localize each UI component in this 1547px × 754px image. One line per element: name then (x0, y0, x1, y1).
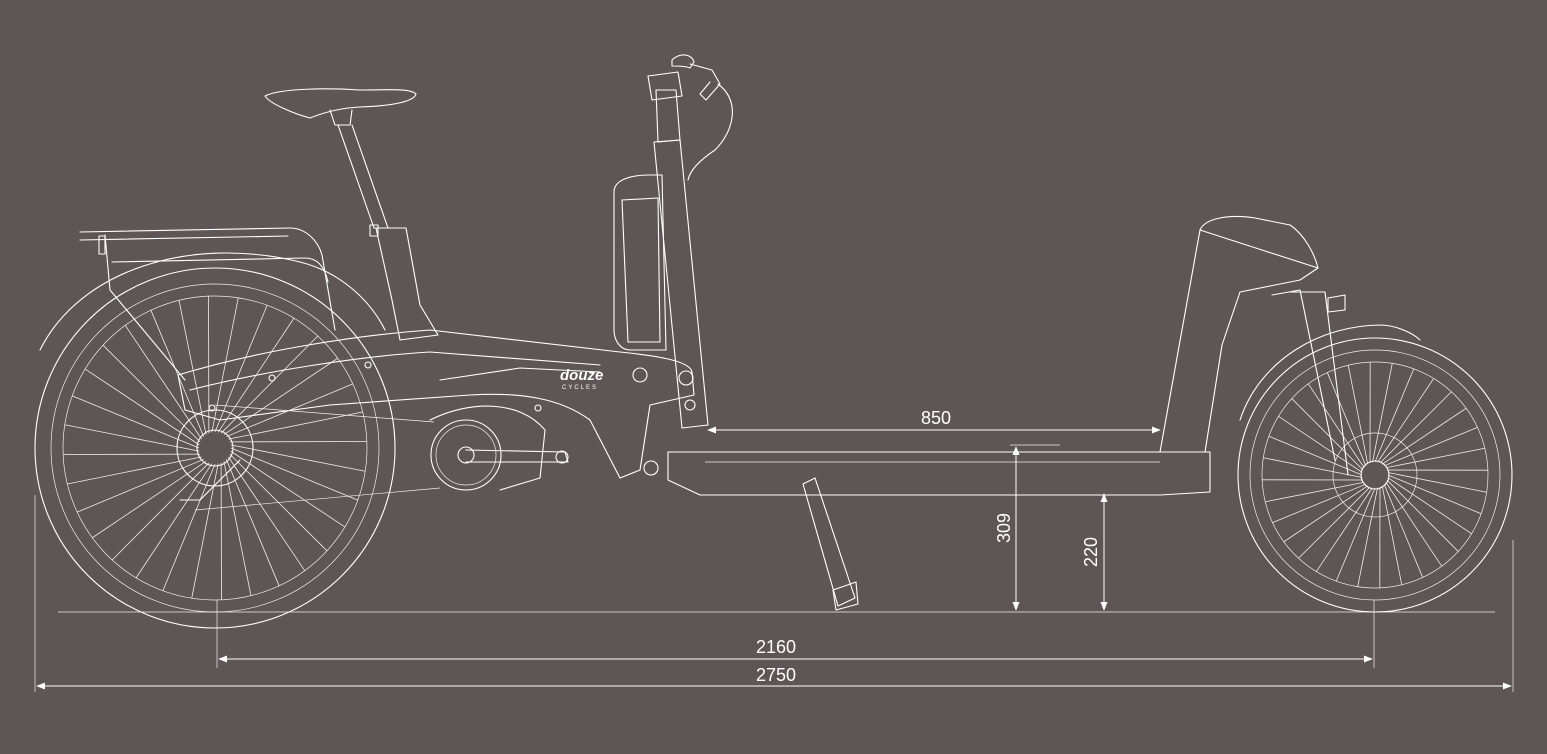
spoke (1384, 426, 1478, 467)
spoke (1347, 365, 1369, 465)
spoke (1335, 487, 1376, 582)
dim-wheelbase: 2160 (216, 600, 1375, 668)
spoke (1386, 479, 1459, 552)
spoke (1385, 482, 1443, 567)
spoke (1298, 486, 1371, 559)
spoke (1379, 391, 1452, 464)
dim-deck-height-label: 309 (994, 513, 1014, 543)
spoke (191, 463, 219, 599)
saddle (264, 88, 417, 126)
spoke (64, 424, 200, 452)
cargo-deck (667, 215, 1349, 496)
spoke (1381, 485, 1403, 585)
rear-spokes (63, 296, 367, 600)
dim-wheelbase-label: 2160 (756, 637, 796, 657)
kickstand (802, 477, 859, 611)
spoke (1357, 487, 1378, 587)
spoke (1278, 415, 1363, 473)
spoke (211, 297, 239, 433)
dim-overall-length: 2750 (34, 495, 1514, 692)
battery (613, 174, 667, 351)
spoke (1315, 487, 1373, 572)
rear-wheel (34, 252, 396, 629)
spoke (1372, 363, 1393, 463)
dim-deck-length-label: 850 (921, 408, 951, 428)
spoke (230, 444, 366, 472)
rear-rack (79, 227, 336, 381)
dim-overall-length-label: 2750 (756, 665, 796, 685)
spoke (1263, 457, 1363, 478)
dim-ground-clearance: 220 (1081, 493, 1108, 611)
spoke (1283, 485, 1368, 543)
front-wheel (1237, 324, 1513, 613)
spoke (1291, 398, 1364, 471)
brand-logo-sub: CYCLES (562, 385, 598, 391)
seatpost (337, 124, 439, 341)
spoke (1387, 477, 1472, 535)
spoke (1387, 474, 1482, 515)
front-spokes (1262, 362, 1488, 588)
dim-ground-clearance-label: 220 (1081, 537, 1101, 567)
spoke (1307, 383, 1365, 468)
spoke (135, 463, 213, 579)
dim-deck-height: 309 (994, 444, 1060, 611)
spoke (1374, 368, 1415, 463)
spoke (1272, 483, 1366, 524)
dim-deck-length: 850 (707, 408, 1161, 434)
spoke (1383, 484, 1424, 578)
spoke (1387, 472, 1487, 493)
spoke (1377, 378, 1435, 463)
spoke (67, 456, 202, 485)
main-frame: douze CYCLES (177, 329, 696, 479)
brand-logo: douze (560, 367, 603, 384)
spoke (1326, 372, 1367, 466)
spoke (230, 450, 346, 528)
spoke (1268, 435, 1363, 476)
spoke (1385, 447, 1485, 469)
spoke (1265, 481, 1365, 503)
drivetrain (176, 404, 569, 511)
spoke (84, 368, 200, 446)
spoke (1382, 407, 1467, 465)
steering-column (647, 54, 733, 429)
spoke (223, 461, 252, 596)
